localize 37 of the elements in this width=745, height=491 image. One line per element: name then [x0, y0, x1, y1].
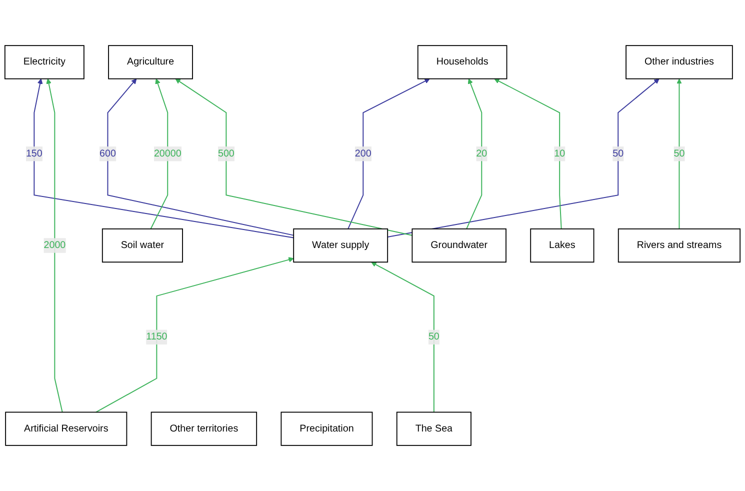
node-box: Soil water — [102, 228, 183, 263]
edge-label: 50 — [612, 148, 624, 159]
arrow — [95, 257, 294, 413]
arrow — [46, 78, 63, 413]
arrow — [175, 78, 413, 236]
node-box: Other territories — [150, 412, 258, 446]
arrow — [466, 78, 482, 230]
edge-label: 500 — [218, 148, 234, 159]
edge-label: 600 — [100, 148, 116, 159]
arrow — [494, 78, 562, 230]
arrow — [676, 78, 682, 230]
node-box: Rivers and streams — [618, 228, 741, 263]
node-box: Agriculture — [108, 45, 193, 80]
node-box: Water supply — [293, 228, 388, 263]
node-box: Lakes — [530, 228, 594, 263]
edge-label: 20 — [476, 148, 488, 159]
edge-label: 50 — [428, 332, 440, 342]
node-box: Other industries — [626, 45, 733, 80]
edge-label: 20000 — [154, 148, 182, 159]
node-box: Artificial Reservoirs — [5, 412, 128, 446]
edge-label: 2000 — [44, 240, 66, 250]
node-box: The Sea — [396, 412, 472, 446]
arrow — [348, 78, 430, 230]
node-box: Electricity — [4, 45, 84, 80]
arrow — [34, 78, 294, 238]
edge-label: 200 — [354, 148, 372, 159]
arrow — [387, 78, 660, 238]
edge-label: 50 — [674, 148, 685, 159]
arrow — [371, 262, 434, 413]
arrow — [107, 78, 294, 236]
edge-label: 10 — [554, 148, 566, 159]
node-box: Households — [417, 45, 508, 80]
node-box: Groundwater — [412, 228, 506, 263]
edge-label: 150 — [26, 148, 42, 159]
node-box: Precipitation — [280, 412, 373, 446]
edge-label: 1150 — [146, 332, 168, 342]
arrow — [150, 78, 168, 230]
